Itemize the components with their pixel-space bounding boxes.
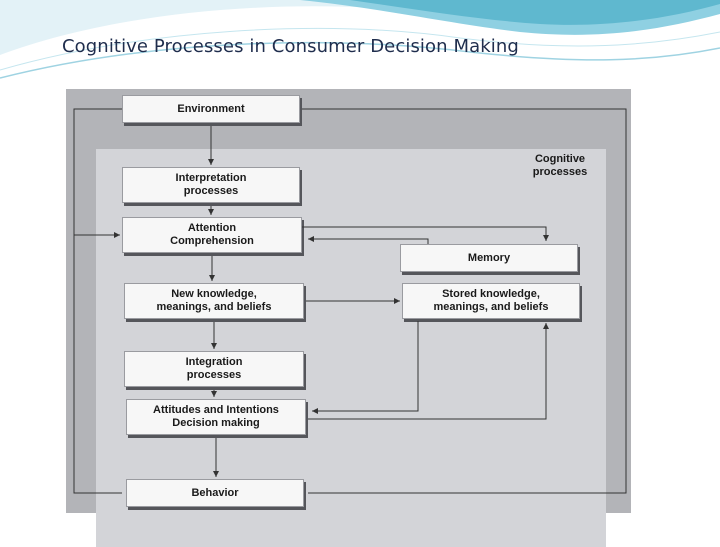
diagram-figure: Cognitive processes Environment Interpre… <box>66 89 631 547</box>
node-behavior-label: Behavior <box>191 486 239 499</box>
node-attention-comprehension: Attention Comprehension <box>122 217 302 253</box>
node-environment: Environment <box>122 95 300 123</box>
node-new-knowledge-label: New knowledge, meanings, and beliefs <box>156 288 272 313</box>
node-memory-label: Memory <box>467 251 511 264</box>
banner-swoosh-line <box>0 41 720 79</box>
node-stored-knowledge: Stored knowledge, meanings, and beliefs <box>402 283 580 319</box>
banner-swoosh-deep <box>350 0 720 25</box>
node-interpretation-processes: Interpretation processes <box>122 167 300 203</box>
slide-title: Cognitive Processes in Consumer Decision… <box>62 36 519 57</box>
node-attitudes-intentions: Attitudes and Intentions Decision making <box>126 399 306 435</box>
header-banner <box>0 0 720 79</box>
node-stored-knowledge-label: Stored knowledge, meanings, and beliefs <box>433 288 549 313</box>
banner-swoosh-line-2 <box>0 27 720 71</box>
node-integration-processes: Integration processes <box>124 351 304 387</box>
node-memory: Memory <box>400 244 578 272</box>
node-attitudes-label: Attitudes and Intentions Decision making <box>153 404 279 429</box>
node-interpretation-label: Interpretation processes <box>175 172 247 197</box>
node-environment-label: Environment <box>177 102 245 115</box>
node-behavior: Behavior <box>126 479 304 507</box>
cognitive-processes-label: Cognitive processes <box>532 153 588 178</box>
node-integration-label: Integration processes <box>185 356 243 381</box>
node-attention-label: Attention Comprehension <box>170 222 254 247</box>
node-new-knowledge: New knowledge, meanings, and beliefs <box>124 283 304 319</box>
